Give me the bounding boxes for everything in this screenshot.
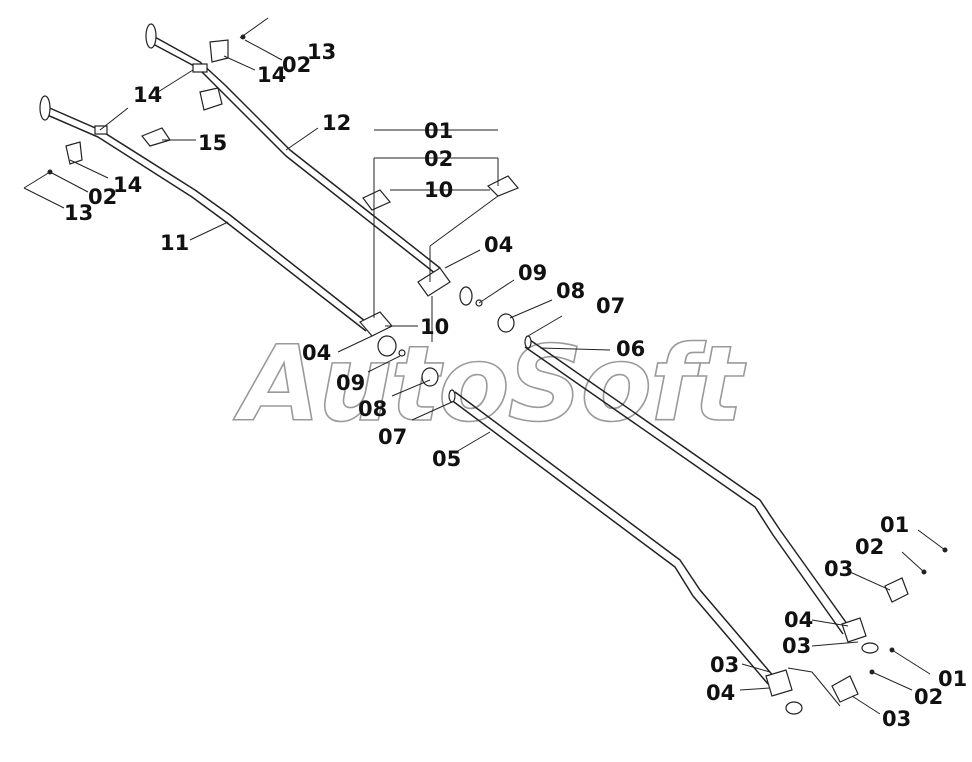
plate-15-top <box>199 87 223 111</box>
label-04: 04 <box>706 681 735 705</box>
tube-11 <box>39 95 371 332</box>
label-04: 04 <box>784 608 813 632</box>
coupling-04-lower <box>377 335 397 357</box>
tube-12-end-flange <box>145 23 157 49</box>
bracket-upper <box>209 39 229 63</box>
label-13: 13 <box>64 201 93 225</box>
label-02: 02 <box>88 185 117 209</box>
label-09: 09 <box>518 261 547 285</box>
callout-labels: 02 13 14 14 15 12 02 14 13 11 01 02 10 0… <box>64 40 967 731</box>
end-cap-right <box>861 642 879 654</box>
clamp-10-left <box>362 189 391 211</box>
watermark: AutoSoft <box>233 323 746 445</box>
label-14: 14 <box>133 83 162 107</box>
label-01: 01 <box>424 119 453 143</box>
label-07: 07 <box>596 294 625 318</box>
ring-08-upper <box>497 313 515 333</box>
clamp-03-right-bottom <box>831 675 859 703</box>
label-01: 01 <box>938 667 967 691</box>
coupling-04-bottom <box>765 669 793 697</box>
label-02: 02 <box>855 535 884 559</box>
label-15: 15 <box>198 131 227 155</box>
label-11: 11 <box>160 231 189 255</box>
nipple-07-lower <box>448 389 456 403</box>
label-08: 08 <box>358 397 387 421</box>
tube-12 <box>145 23 441 275</box>
label-14: 14 <box>257 63 286 87</box>
label-09: 09 <box>336 371 365 395</box>
clamp-10-right <box>486 175 519 197</box>
label-03: 03 <box>824 557 853 581</box>
nut-upper <box>459 286 473 306</box>
coupling-04-right <box>841 617 867 643</box>
label-03: 03 <box>782 634 811 658</box>
clip-left <box>94 125 108 135</box>
label-06: 06 <box>616 337 645 361</box>
tube-06 <box>524 339 851 635</box>
nipple-07-upper <box>524 335 532 349</box>
plate-15 <box>141 127 171 147</box>
label-14: 14 <box>113 173 142 197</box>
coupling-04-upper <box>417 267 451 297</box>
label-02: 02 <box>914 685 943 709</box>
label-03: 03 <box>710 653 739 677</box>
tube-11-end-flange <box>39 95 51 121</box>
clamp-03-right-top <box>884 577 909 603</box>
leader-lines <box>23 39 946 715</box>
label-12: 12 <box>322 111 351 135</box>
bracket-left <box>65 141 83 165</box>
label-08: 08 <box>556 279 585 303</box>
label-01: 01 <box>880 513 909 537</box>
label-02: 02 <box>424 147 453 171</box>
label-03: 03 <box>882 707 911 731</box>
label-13: 13 <box>307 40 336 64</box>
ring-08-lower <box>421 367 439 387</box>
label-10: 10 <box>424 178 453 202</box>
label-10: 10 <box>420 315 449 339</box>
end-cap-bottom <box>785 701 803 715</box>
label-05: 05 <box>432 447 461 471</box>
label-04: 04 <box>484 233 513 257</box>
clip-upper <box>192 63 208 73</box>
label-02: 02 <box>282 53 311 77</box>
tube-05 <box>449 391 776 685</box>
label-07: 07 <box>378 425 407 449</box>
label-04: 04 <box>302 341 331 365</box>
